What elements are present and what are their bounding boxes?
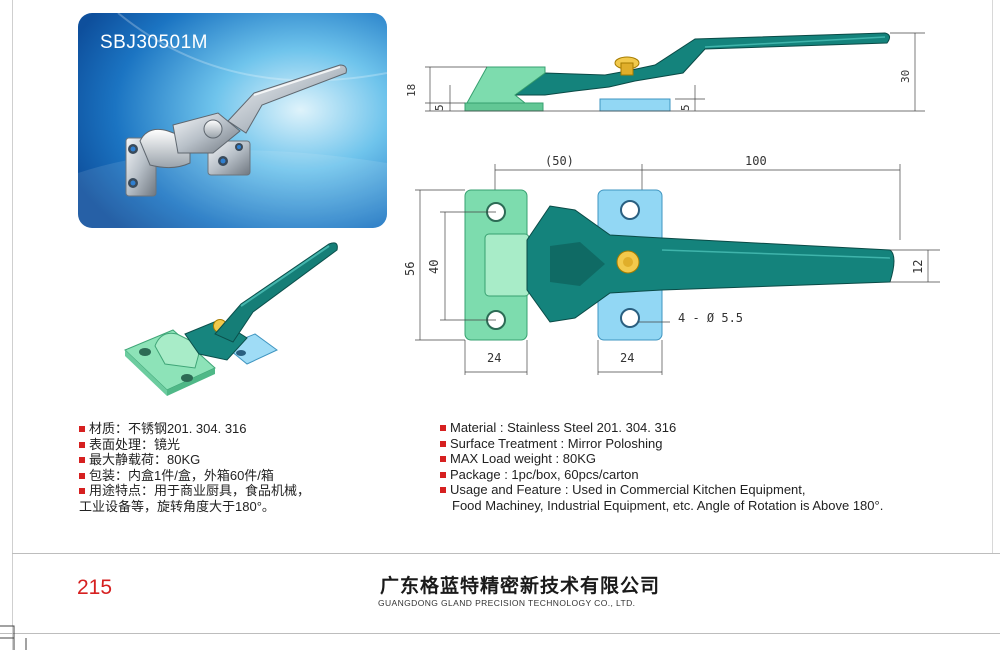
spec-en-item: Material : Stainless Steel 201. 304. 316 xyxy=(440,420,883,436)
spec-cn-item: 用途特点：用于商业厨具，食品机械， xyxy=(79,483,310,499)
side-view-drawing: 18 5 5 30 xyxy=(405,32,925,112)
dim-holes-callout: 4 - Ø 5.5 xyxy=(678,311,743,325)
dim-top-length: 100 xyxy=(745,154,767,168)
dim-handle-tip: 12 xyxy=(911,260,925,274)
product-photo xyxy=(78,13,387,228)
footer-rule-top xyxy=(12,553,1000,554)
spec-en-item: Surface Treatment : Mirror Poloshing xyxy=(440,436,883,452)
model-number: SBJ30501M xyxy=(100,32,209,53)
product-3d-render xyxy=(124,242,338,396)
footer-rule-bottom xyxy=(0,633,1000,634)
left-margin-rule xyxy=(12,0,13,650)
spec-en-item: Package : 1pc/box, 60pcs/carton xyxy=(440,467,883,483)
spec-cn-item-continued: 工业设备等，旋转角度大于180°。 xyxy=(79,498,275,514)
spec-cn-item: 材质：不锈钢201. 304. 316 xyxy=(79,421,310,437)
dim-plate-height: 56 xyxy=(403,262,417,276)
spec-cn-item: 表面处理：镜光 xyxy=(79,437,310,453)
dim-side-base-left: 5 xyxy=(433,104,446,111)
dim-plate-width-left: 24 xyxy=(487,351,501,365)
spec-cn-item: 最大静载荷：80KG xyxy=(79,452,310,468)
right-margin-rule xyxy=(992,0,993,553)
dim-side-total-height: 30 xyxy=(899,70,912,83)
top-view-drawing: (50) 100 56 40 12 4 - Ø 5.5 24 24 xyxy=(403,154,940,375)
crop-marks xyxy=(0,625,27,650)
spec-cn-item: 包装：内盒1件/盒，外箱60件/箱 xyxy=(79,468,310,484)
spec-en-item: Usage and Feature : Used in Commercial K… xyxy=(440,482,883,498)
spec-en-item-continued: Food Machiney, Industrial Equipment, etc… xyxy=(452,497,884,513)
page-number: 215 xyxy=(77,576,113,599)
spec-en-item: MAX Load weight : 80KG xyxy=(440,451,883,467)
dim-plate-width-right: 24 xyxy=(620,351,634,365)
dim-side-base-right: 5 xyxy=(679,104,692,111)
dim-side-height: 18 xyxy=(405,84,418,97)
dim-top-offset: (50) xyxy=(545,154,574,168)
specs-en: Material : Stainless Steel 201. 304. 316… xyxy=(440,420,883,513)
company-name-cn: 广东格蓝特精密新技术有限公司 xyxy=(380,576,661,597)
company-name-en: GUANGDONG GLAND PRECISION TECHNOLOGY CO.… xyxy=(378,598,636,608)
specs-cn: 材质：不锈钢201. 304. 316 表面处理：镜光 最大静载荷：80KG 包… xyxy=(79,421,310,514)
dim-hole-spacing: 40 xyxy=(427,260,441,274)
